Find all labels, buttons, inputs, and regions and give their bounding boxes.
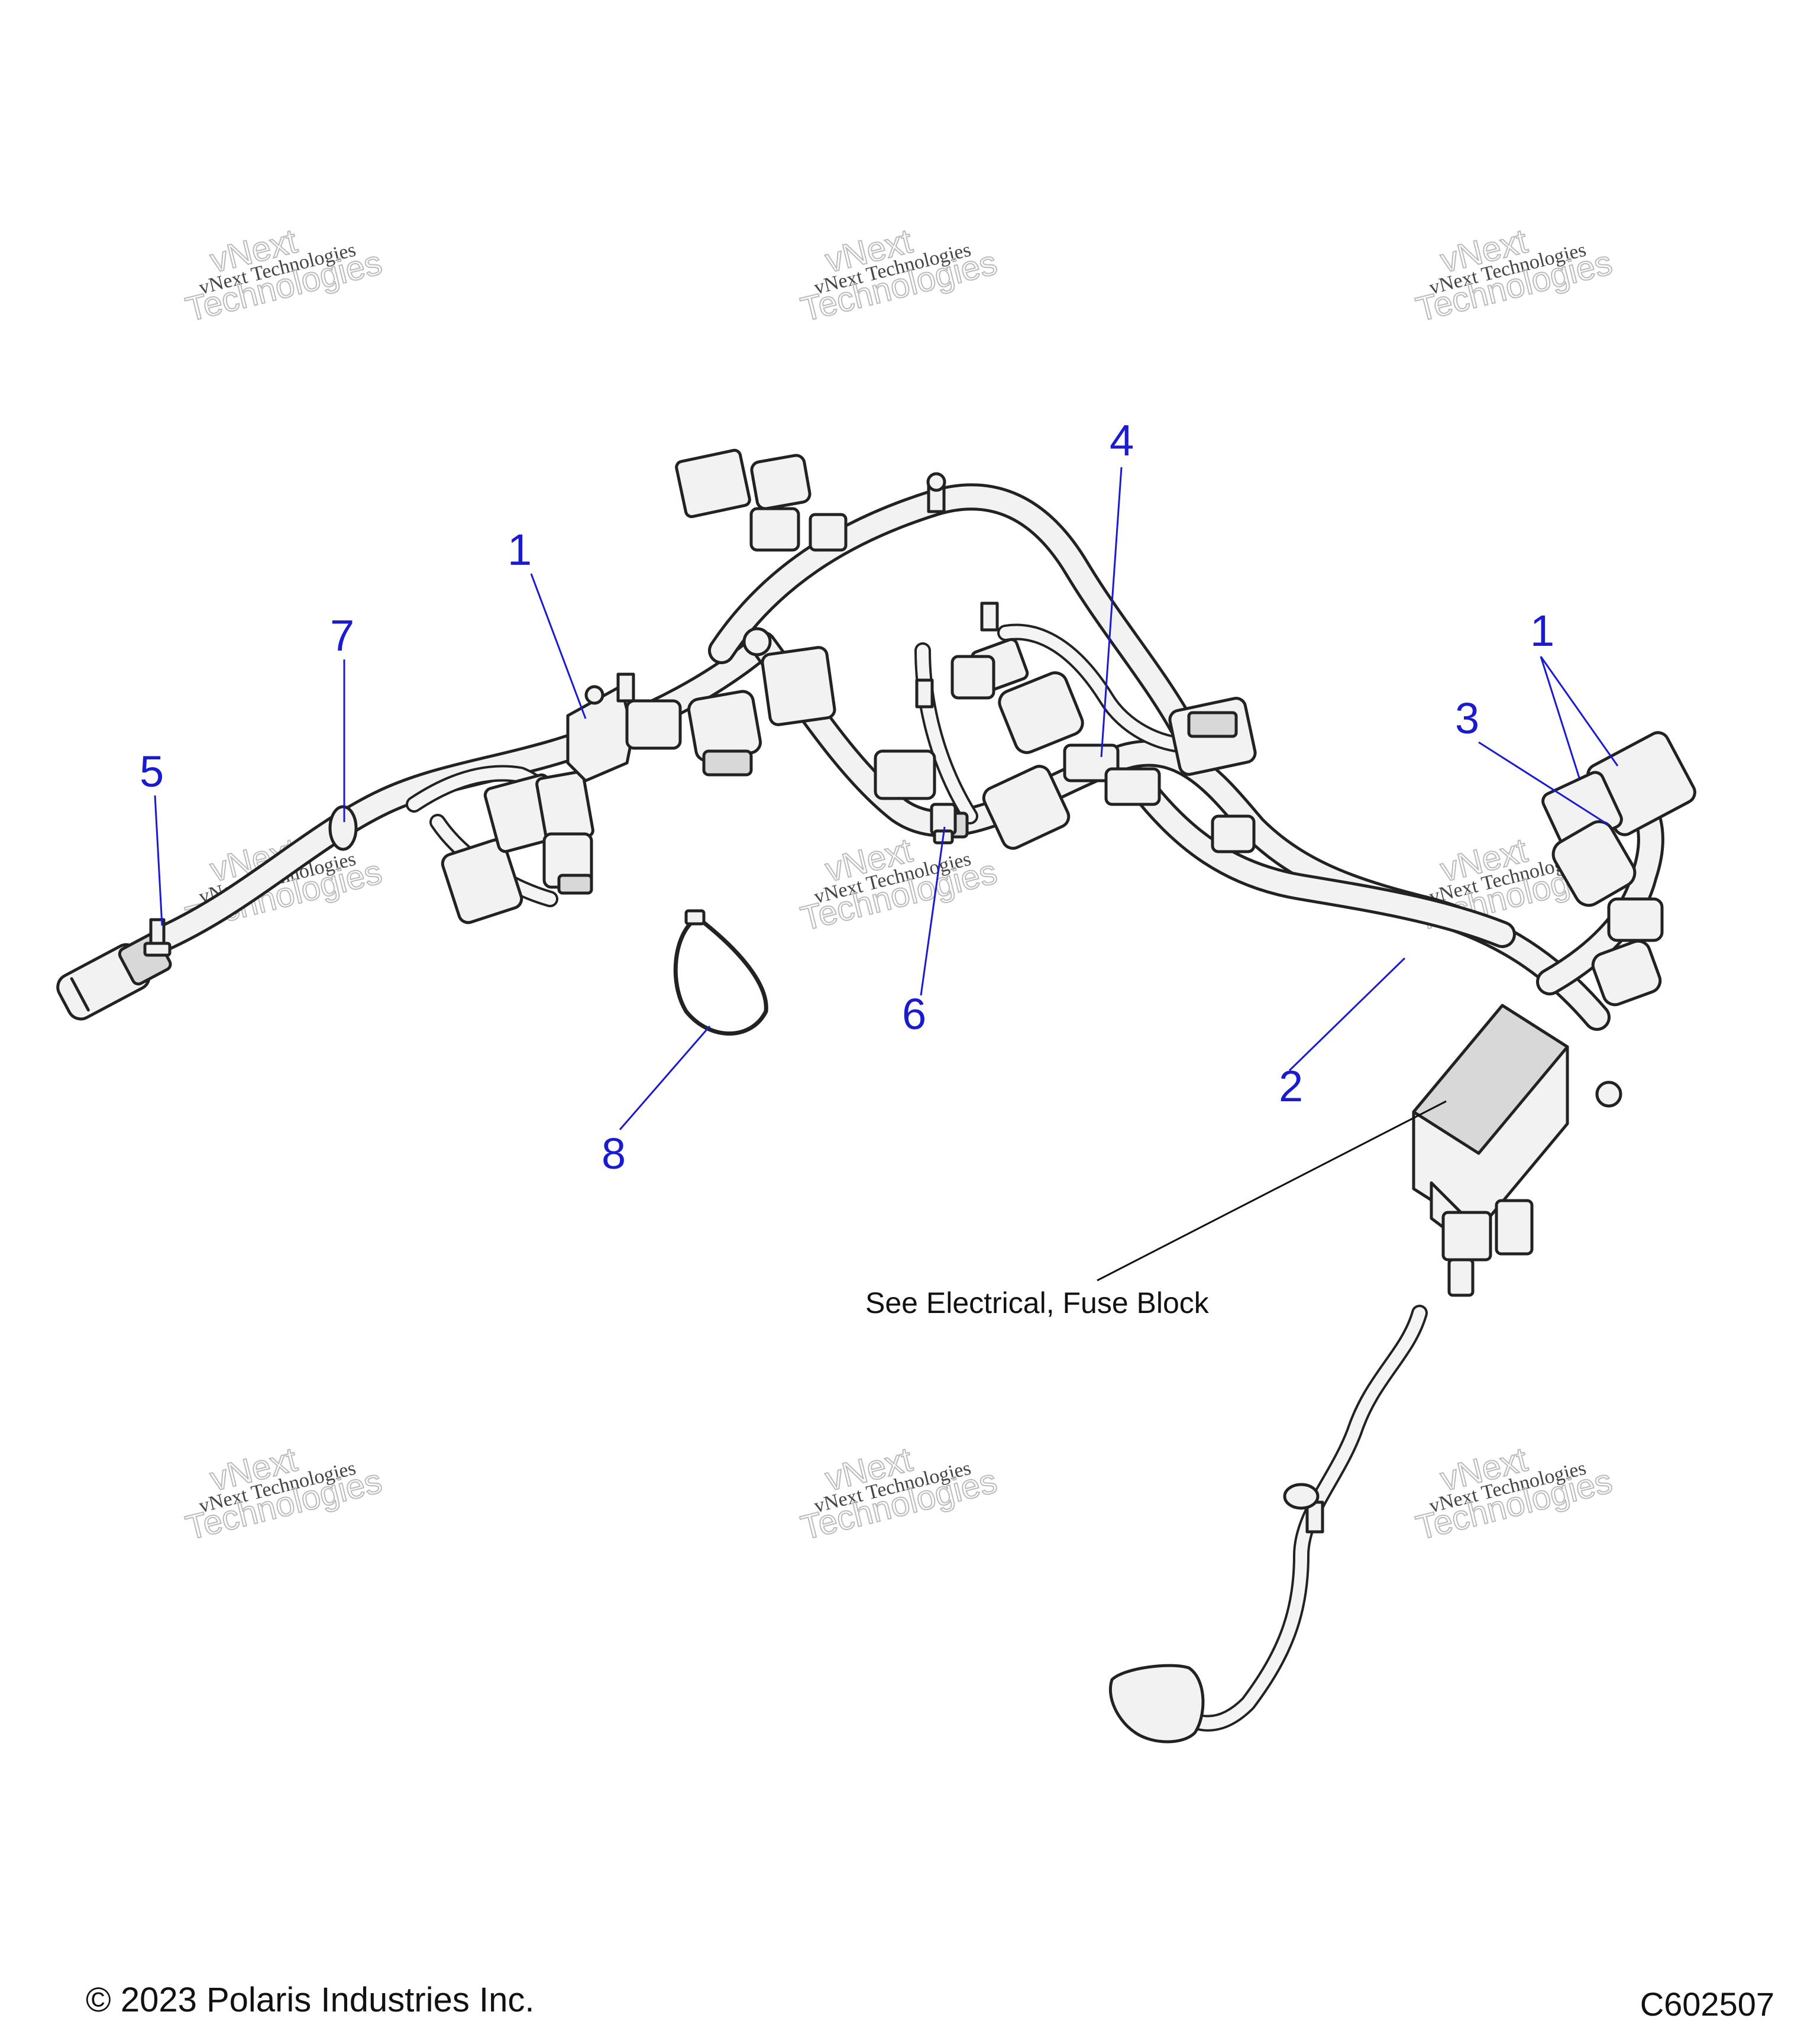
copyright-notice: © 2023 Polaris Industries Inc. — [86, 1981, 535, 2019]
ground-stud — [1283, 1483, 1324, 1534]
callout-2: 2 — [1279, 1062, 1303, 1111]
leader-1-right-a — [1540, 656, 1619, 767]
wire-clip-7 — [328, 805, 358, 851]
callout-1-right: 1 — [1530, 606, 1554, 655]
cable-tie-8 — [673, 909, 768, 1036]
connector-large-4 — [1063, 697, 1257, 853]
callout-5: 5 — [140, 747, 164, 796]
watermark-bottom-left: vNext vNext Technologies Technologies — [182, 1440, 386, 1548]
leader-2 — [1288, 957, 1406, 1072]
wire-clip-6 — [930, 803, 957, 845]
watermark-top-right: vNext vNext Technologies Technologies — [1412, 221, 1616, 329]
callout-6: 6 — [902, 989, 926, 1039]
callout-labels: 1 7 5 4 1 3 6 2 8 — [140, 416, 1554, 1178]
watermark-bottom-center: vNext vNext Technologies Technologies — [797, 1440, 1001, 1548]
fuse-block-reference-note: See Electrical, Fuse Block — [865, 1286, 1210, 1319]
leader-6 — [920, 826, 946, 996]
callout-7: 7 — [330, 611, 354, 660]
callout-4: 4 — [1110, 416, 1134, 465]
connector-cluster-right — [1541, 731, 1696, 1007]
leader-1-right-b — [1540, 656, 1580, 778]
mounting-stud-5 — [143, 918, 172, 957]
harness-components — [56, 448, 1696, 1744]
callout-1-left: 1 — [507, 525, 532, 574]
connector-cluster-top — [675, 448, 946, 552]
leader-3 — [1478, 741, 1609, 826]
leader-fuse-block — [1097, 1100, 1447, 1282]
leader-1-left — [530, 573, 587, 719]
connector-cluster-mid — [874, 601, 1084, 850]
watermark-top-left: vNext vNext Technologies Technologies — [182, 221, 386, 329]
leader-8 — [619, 1026, 711, 1130]
callout-3: 3 — [1455, 694, 1479, 743]
connector-cluster-left — [441, 770, 594, 924]
figure-id: C602507 — [1640, 1985, 1774, 2023]
watermark-bottom-right: vNext vNext Technologies Technologies — [1412, 1440, 1616, 1548]
leader-lines — [154, 467, 1619, 1282]
fuse-block — [1412, 1004, 1622, 1297]
watermark-top-center: vNext vNext Technologies Technologies — [797, 221, 1001, 329]
terminal-boot — [1108, 1664, 1205, 1744]
leader-5 — [154, 795, 163, 926]
callout-8: 8 — [602, 1129, 626, 1178]
connector-cluster-center — [687, 627, 836, 777]
harness-bracket-1 — [566, 672, 682, 782]
leader-4 — [1100, 467, 1123, 758]
